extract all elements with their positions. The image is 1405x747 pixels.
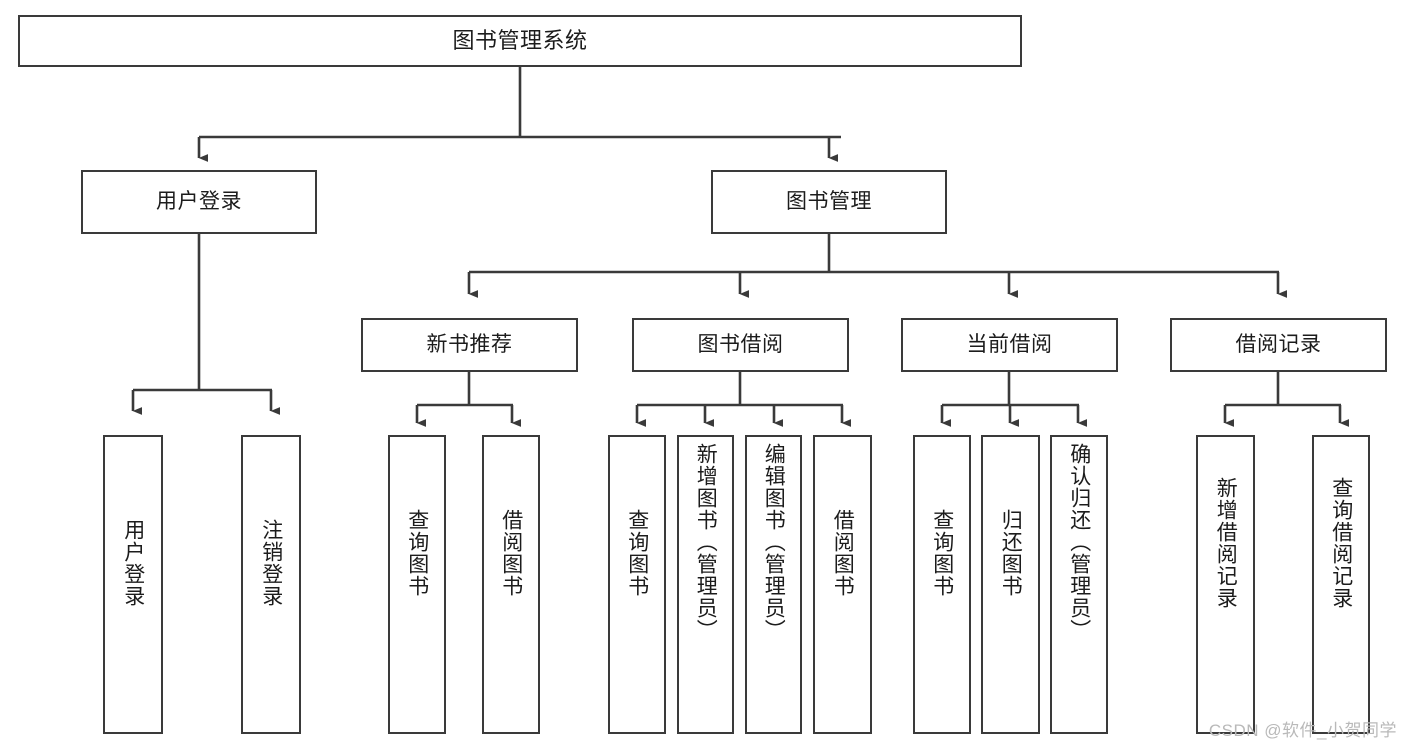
node-label: 新书推荐 [426, 332, 513, 356]
leaf-user-login[interactable]: 用户登录 [103, 435, 163, 734]
node-label: 图书管理 [786, 189, 872, 213]
watermark-text: CSDN @软件_小贺同学 [1208, 721, 1397, 740]
node-label: 用户登录 [121, 519, 145, 607]
leaf-return-book[interactable]: 归还图书 [981, 435, 1040, 734]
node-borrowing-record[interactable]: 借阅记录 [1170, 318, 1387, 372]
node-label: 查询图书 [625, 509, 649, 597]
node-label: 查询图书 [930, 509, 954, 597]
leaf-query-borrowing-record[interactable]: 查询借阅记录 [1312, 435, 1370, 734]
leaf-query-book-borrowing[interactable]: 查询图书 [608, 435, 666, 734]
node-root-book-management-system[interactable]: 图书管理系统 [18, 15, 1022, 67]
node-label: 图书管理系统 [452, 27, 588, 53]
node-user-login[interactable]: 用户登录 [81, 170, 317, 234]
leaf-edit-book-admin[interactable]: 编辑图书（管理员） [745, 435, 802, 734]
leaf-add-book-admin[interactable]: 新增图书（管理员） [677, 435, 734, 734]
leaf-borrow-book-recommendation[interactable]: 借阅图书 [482, 435, 540, 734]
leaf-confirm-return-admin[interactable]: 确认归还（管理员） [1050, 435, 1108, 734]
node-label: 新增借阅记录 [1214, 477, 1238, 609]
node-label: 归还图书 [999, 509, 1023, 597]
leaf-query-book-recommendation[interactable]: 查询图书 [388, 435, 446, 734]
node-label: 借阅图书 [499, 509, 523, 597]
node-book-borrowing[interactable]: 图书借阅 [632, 318, 849, 372]
leaf-logout[interactable]: 注销登录 [241, 435, 301, 734]
leaf-borrow-book-borrowing[interactable]: 借阅图书 [813, 435, 872, 734]
node-label: 编辑图书（管理员） [762, 443, 786, 641]
node-new-book-recommendation[interactable]: 新书推荐 [361, 318, 578, 372]
node-label: 借阅记录 [1235, 332, 1322, 356]
leaf-query-book-current[interactable]: 查询图书 [913, 435, 971, 734]
node-label: 新增图书（管理员） [694, 443, 718, 641]
node-label: 用户登录 [156, 189, 242, 213]
node-label: 当前借阅 [966, 332, 1053, 356]
node-label: 查询图书 [405, 509, 429, 597]
node-current-borrowing[interactable]: 当前借阅 [901, 318, 1118, 372]
node-label: 注销登录 [259, 519, 283, 607]
leaf-add-borrowing-record[interactable]: 新增借阅记录 [1196, 435, 1255, 734]
node-book-management[interactable]: 图书管理 [711, 170, 947, 234]
node-label: 查询借阅记录 [1329, 477, 1353, 609]
node-label: 确认归还（管理员） [1067, 443, 1091, 641]
node-label: 图书借阅 [697, 332, 784, 356]
node-label: 借阅图书 [831, 509, 855, 597]
